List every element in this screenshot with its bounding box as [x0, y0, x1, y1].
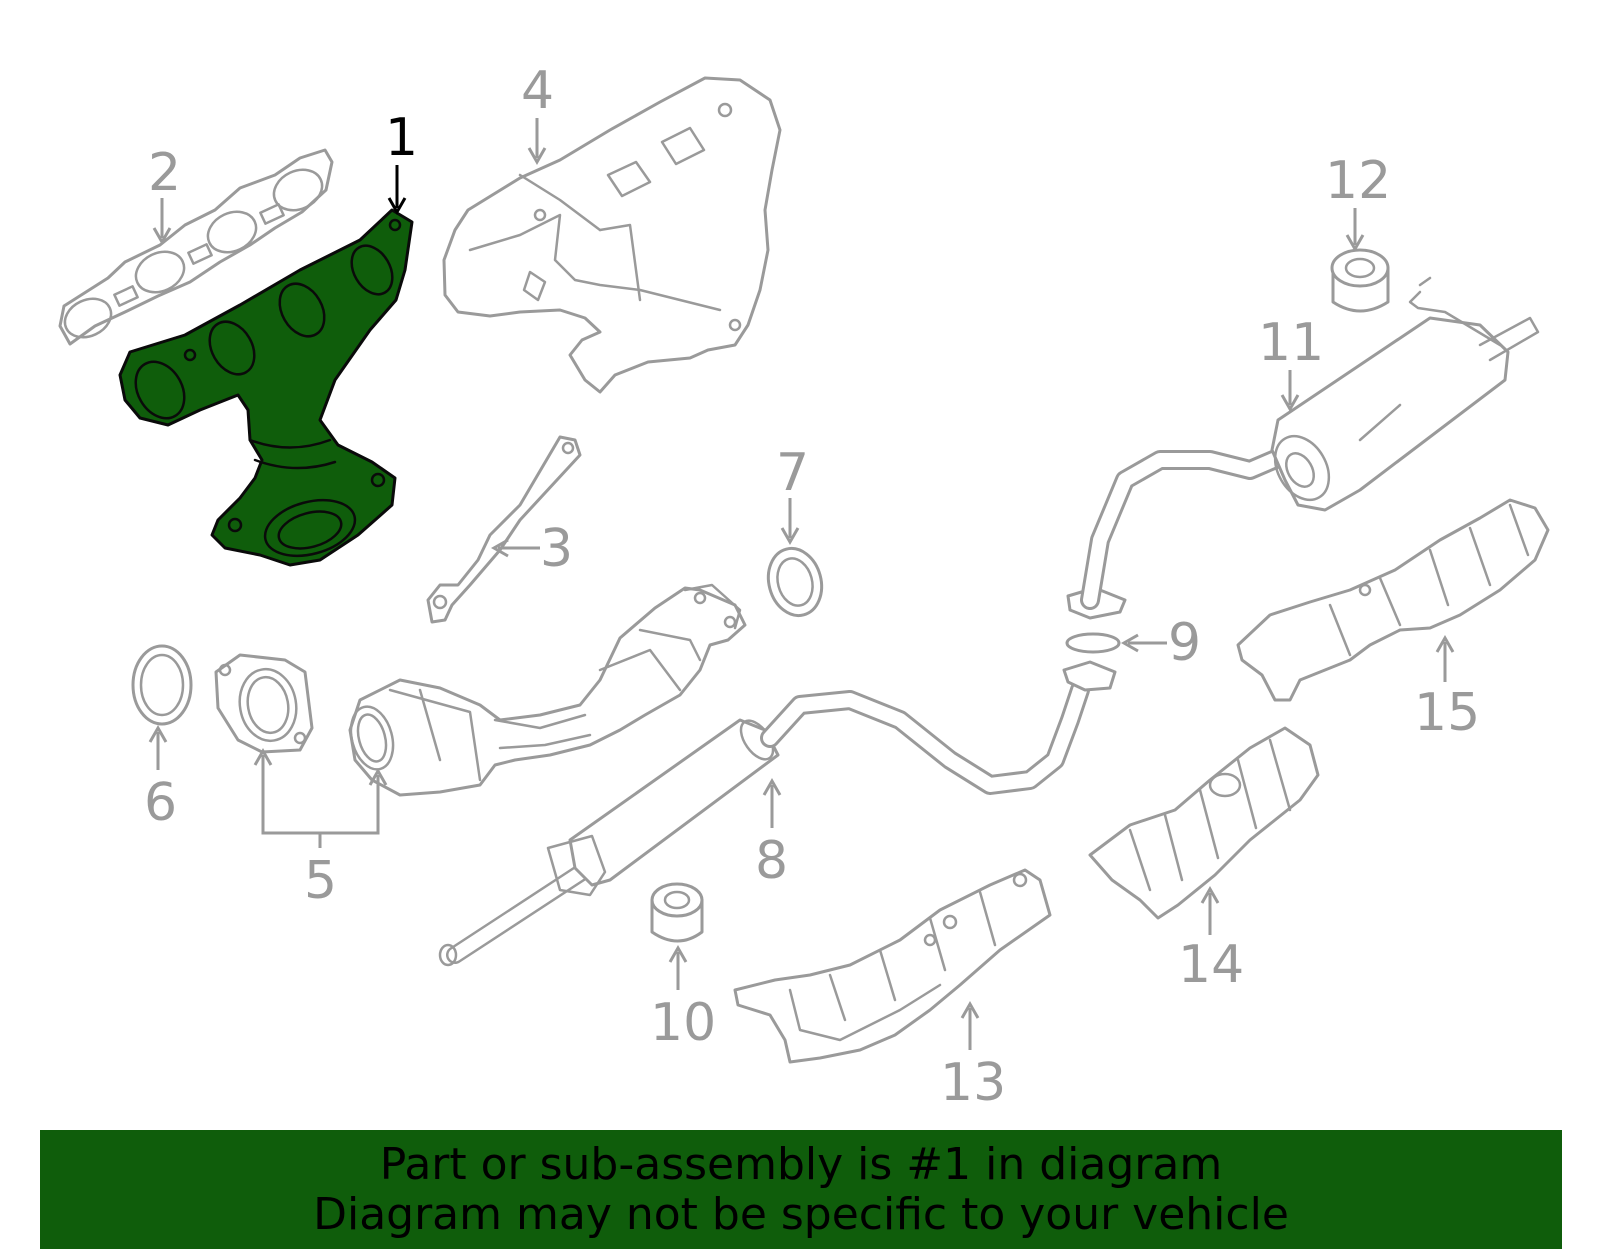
part-3-bracket[interactable]: [426, 435, 582, 624]
part-4-heat-shield[interactable]: [442, 76, 782, 394]
callout-2: 2: [148, 143, 181, 203]
part-11-rear-muffler[interactable]: [1080, 276, 1540, 610]
part-5-flange-gasket[interactable]: [214, 653, 314, 754]
leader-lines: [148, 118, 1455, 1050]
callout-8: 8: [755, 831, 788, 891]
callout-7: 7: [776, 443, 809, 503]
callout-1: 1: [385, 108, 418, 168]
part-14-heat-shield[interactable]: [1088, 726, 1320, 920]
part-2-manifold-gasket[interactable]: [58, 148, 334, 346]
callout-13: 13: [940, 1053, 1006, 1113]
callout-15: 15: [1414, 683, 1480, 743]
part-5-catalytic-converter-pipe[interactable]: [344, 583, 747, 797]
part-10-rubber-hanger[interactable]: [650, 882, 704, 943]
banner-line-2: Diagram may not be specific to your vehi…: [313, 1188, 1289, 1240]
part-1-exhaust-manifold[interactable]: [118, 208, 414, 567]
part-15-heat-shield[interactable]: [1236, 498, 1550, 702]
info-banner: Part or sub-assembly is #1 in diagram Di…: [40, 1130, 1562, 1249]
part-7-gasket-ring[interactable]: [761, 542, 829, 621]
part-6-ring-gasket[interactable]: [131, 644, 193, 726]
callout-3: 3: [540, 519, 573, 579]
callout-labels: 1 2 3 4 5 6 7 8 9 10 11 12 13 14 15: [144, 61, 1480, 1113]
callout-4: 4: [521, 61, 554, 121]
part-12-rubber-hanger[interactable]: [1330, 248, 1390, 313]
callout-11: 11: [1258, 313, 1324, 373]
callout-9: 9: [1168, 613, 1201, 673]
callout-5: 5: [304, 851, 337, 911]
banner-line-1: Part or sub-assembly is #1 in diagram: [379, 1138, 1223, 1190]
callout-6: 6: [144, 773, 177, 833]
callout-14: 14: [1178, 935, 1244, 995]
callout-12: 12: [1325, 151, 1391, 211]
callout-10: 10: [650, 993, 716, 1053]
part-13-heat-shield[interactable]: [733, 868, 1052, 1064]
part-8-front-exhaust-pipe[interactable]: [438, 680, 1090, 967]
